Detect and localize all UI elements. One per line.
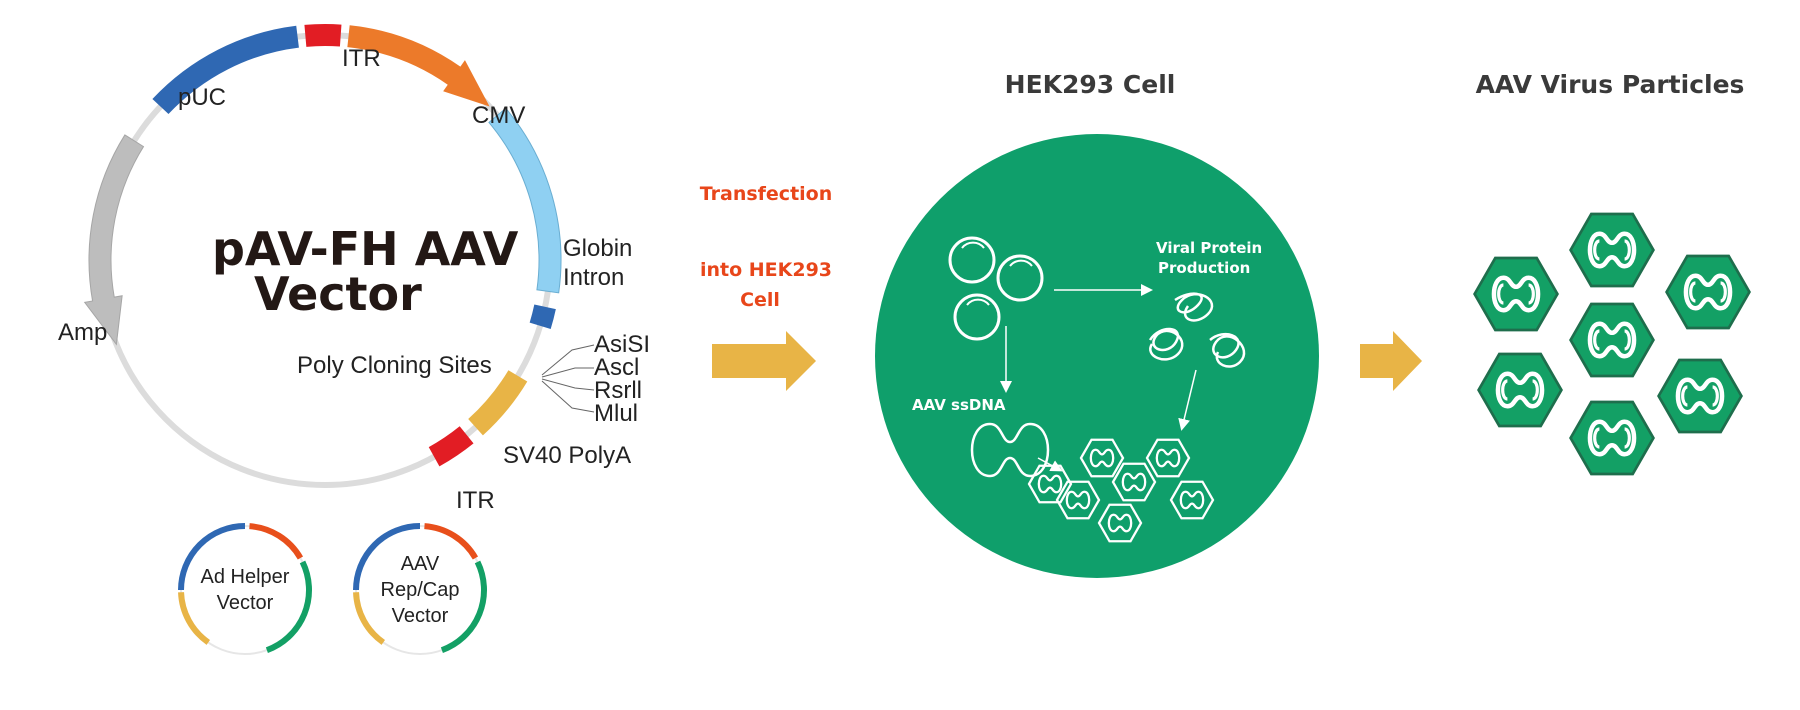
orange-arc xyxy=(424,523,479,560)
aav-particle xyxy=(1571,304,1654,376)
ad-helper-line2: Vector xyxy=(217,592,274,614)
cell-body xyxy=(875,134,1319,578)
aav-particle xyxy=(1667,256,1750,328)
viral-protein-line1: Viral Protein xyxy=(1156,239,1262,257)
label-itr-top: ITR xyxy=(342,45,381,72)
sv40-polya-segment xyxy=(468,370,528,436)
label-poly-cloning-sites: Poly Cloning Sites xyxy=(297,352,492,379)
restriction-site-mlul: Mlul xyxy=(594,400,638,427)
hek293-cell: HEK293 Cell Viral Protein Production AAV… xyxy=(875,70,1319,578)
aav-particle xyxy=(1475,258,1558,330)
label-amp: Amp xyxy=(58,319,107,346)
blue-arc xyxy=(178,523,246,591)
label-intron: Intron xyxy=(563,264,624,291)
amp-segment xyxy=(83,134,145,346)
aav-particle xyxy=(1479,354,1562,426)
viral-protein-line2: Production xyxy=(1158,259,1250,277)
transfection-line1: Transfection xyxy=(700,183,833,205)
restriction-site-leaders xyxy=(541,344,595,413)
transfection-line2: into HEK293 xyxy=(700,259,832,281)
transfection-step: Transfection into HEK293 Cell xyxy=(700,183,833,391)
ad-helper-line1: Ad Helper xyxy=(201,566,290,588)
label-sv40-polya: SV40 PolyA xyxy=(503,442,631,469)
aav-particle xyxy=(1659,360,1742,432)
arrow-ssdna-to-assembly xyxy=(1037,457,1063,472)
rep-cap-line1: AAV xyxy=(401,553,440,575)
orange-arc xyxy=(249,523,304,560)
particles-arrow xyxy=(1360,331,1422,391)
aav-rep-cap-vector: AAV Rep/Cap Vector xyxy=(353,523,487,655)
cmv-segment xyxy=(347,25,490,107)
ssdna-shapes xyxy=(970,422,1050,478)
green-arc xyxy=(440,560,487,653)
plasmid-map: ITR CMV pUC Globin Intron Amp Poly Cloni… xyxy=(58,23,650,514)
label-itr-bottom: ITR xyxy=(456,487,495,514)
itr-bottom-segment xyxy=(428,426,474,467)
label-globin: Globin xyxy=(563,235,632,262)
plasmid-title-line1: pAV-FH AAV xyxy=(212,222,519,276)
label-puc: pUC xyxy=(178,84,226,111)
globin-intron-segment xyxy=(488,107,562,294)
yellow-arc xyxy=(353,592,386,645)
plasmid-bubbles xyxy=(948,236,1044,341)
aav-virus-particles: AAV Virus Particles xyxy=(1475,70,1750,474)
label-cmv: CMV xyxy=(472,102,525,129)
puc-segment xyxy=(152,25,299,115)
ad-helper-vector: Ad Helper Vector xyxy=(178,523,312,655)
aav-ssdna-label: AAV ssDNA xyxy=(912,396,1006,414)
aav-particle xyxy=(1571,402,1654,474)
blue-arc xyxy=(353,523,421,591)
arrow-to-assembly xyxy=(1178,369,1197,431)
rep-cap-line2: Rep/Cap xyxy=(381,579,460,601)
green-arc xyxy=(265,560,312,653)
itr-top-segment xyxy=(304,23,342,47)
particles-heading: AAV Virus Particles xyxy=(1476,70,1745,99)
viral-protein-tangles xyxy=(1148,292,1246,368)
yellow-arc xyxy=(178,592,211,645)
restriction-site-rsrll: Rsrll xyxy=(594,377,642,404)
restriction-site-asisi: AsiSI xyxy=(594,331,650,358)
plasmid-title-line2: Vector xyxy=(254,267,422,321)
rep-cap-line3: Vector xyxy=(392,605,449,627)
transfection-line3: Cell xyxy=(740,289,780,311)
aav-particle xyxy=(1571,214,1654,286)
poly-cloning-sites-segment xyxy=(529,304,556,329)
transfection-arrow xyxy=(712,331,816,391)
restriction-site-ascl: Ascl xyxy=(594,354,639,381)
cell-heading: HEK293 Cell xyxy=(1005,70,1176,99)
